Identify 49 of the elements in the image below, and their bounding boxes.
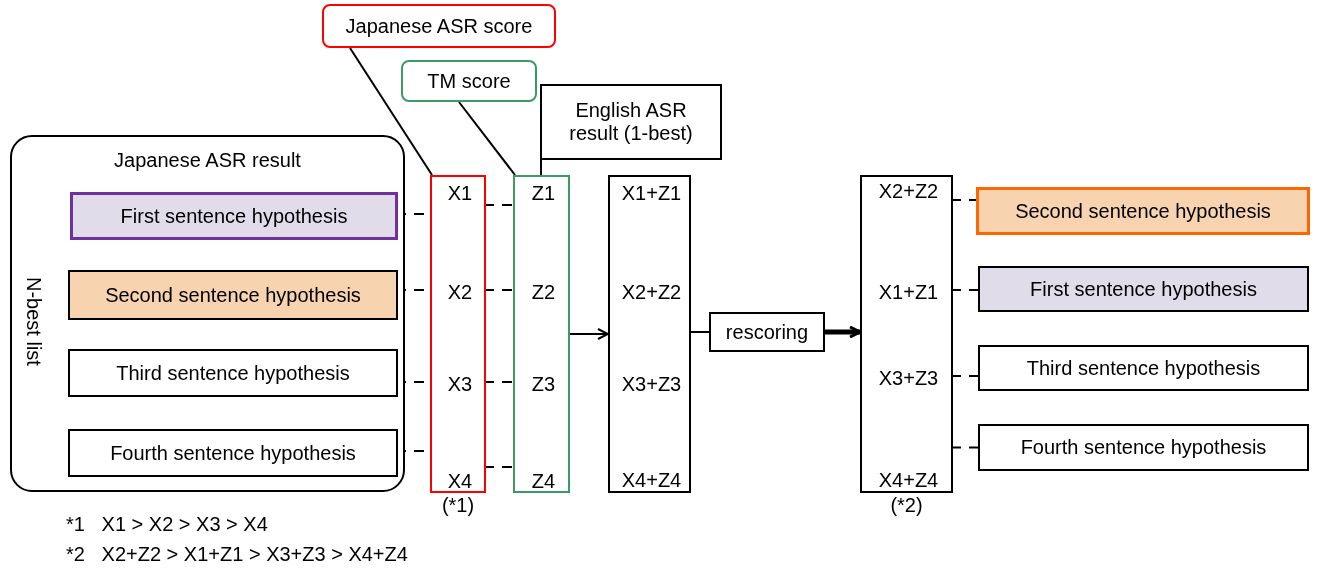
hypothesis-box: Second sentence hypothesis [68, 270, 398, 320]
connector-line [950, 375, 979, 377]
score-column [513, 175, 570, 493]
text-box: Third sentence hypothesis [978, 345, 1309, 391]
text-box: Third sentence hypothesis [68, 349, 398, 397]
text-box: English ASR result (1-best) [540, 84, 722, 160]
column-note: (*2) [889, 494, 924, 517]
connector-line [950, 446, 979, 449]
arrow [569, 328, 609, 340]
leader-line [349, 47, 433, 176]
leader-line [540, 159, 542, 176]
score-value: X1 [434, 182, 486, 232]
score-value: X3 [434, 364, 486, 404]
column-note: (*1) [440, 494, 476, 517]
footnote: *1 X1 > X2 > X3 > X4 [66, 513, 268, 536]
score-value: X1+Z1 [612, 182, 691, 212]
score-value: X2+Z2 [612, 272, 691, 312]
score-value: X3+Z3 [612, 364, 691, 404]
footnote: *2 X2+Z2 > X1+Z1 > X3+Z3 > X4+Z4 [66, 543, 408, 566]
callout-box: Japanese ASR score [322, 4, 556, 48]
score-value: Z3 [517, 364, 570, 404]
score-column [860, 175, 953, 493]
connector-line [690, 331, 710, 333]
text-box: rescoring [709, 312, 825, 352]
score-value: X4+Z4 [864, 442, 953, 492]
score-value: X2 [434, 272, 486, 312]
score-value: X1+Z1 [864, 274, 953, 310]
leader-line [458, 101, 516, 176]
hypothesis-box: Second sentence hypothesis [976, 187, 1310, 235]
hypothesis-box: First sentence hypothesis [978, 266, 1309, 312]
score-value: X3+Z3 [864, 358, 953, 398]
score-value: X4+Z4 [612, 462, 691, 492]
score-column [430, 175, 486, 493]
connector-line [950, 199, 977, 201]
group-panel [10, 135, 405, 492]
group-heading: Japanese ASR result [113, 149, 302, 172]
callout-box: TM score [401, 60, 537, 102]
text-box: Fourth sentence hypothesis [978, 424, 1309, 471]
text-box: Fourth sentence hypothesis [68, 429, 398, 477]
arrow [825, 325, 862, 339]
score-value: Z4 [517, 445, 570, 493]
score-column [608, 175, 691, 493]
score-value: Z2 [517, 272, 570, 312]
score-value: X2+Z2 [864, 180, 953, 224]
hypothesis-box: First sentence hypothesis [70, 192, 398, 240]
connector-line [950, 289, 979, 291]
score-value: X4 [434, 445, 486, 493]
score-value: Z1 [517, 182, 570, 232]
rotated-label: N-best list [22, 277, 45, 366]
